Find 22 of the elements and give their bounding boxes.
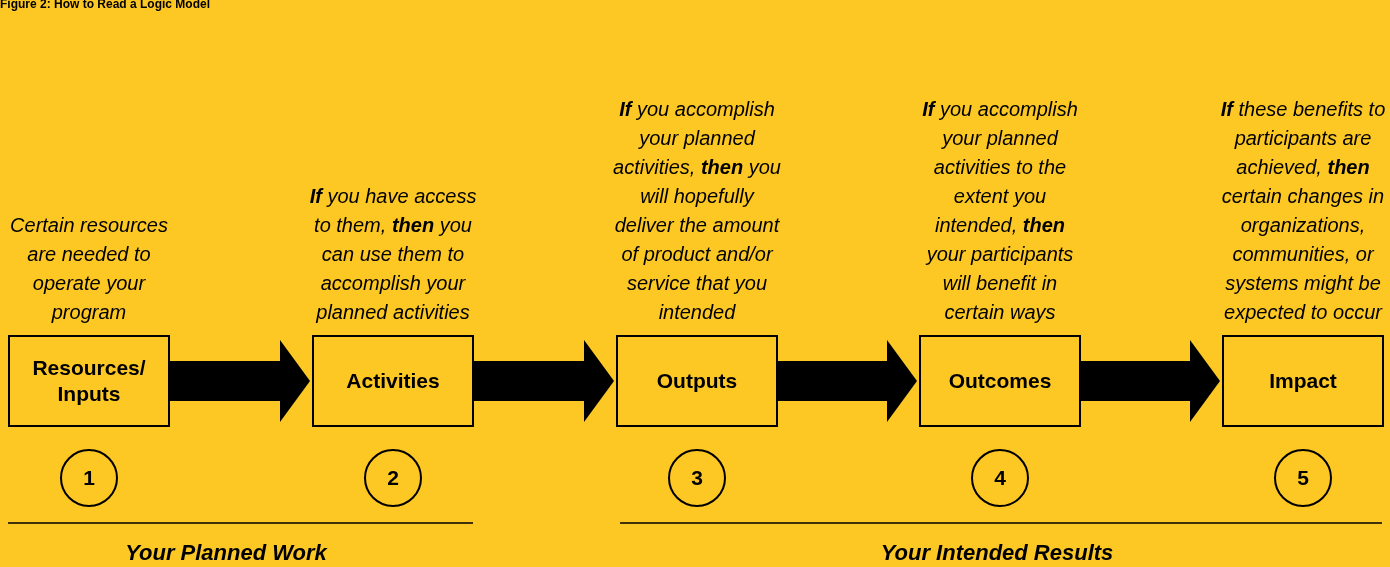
process-box — [616, 335, 778, 427]
box-label: Impact — [1269, 368, 1337, 394]
description-text: If you accomplish your planned activities to the extent you intended, then your participants will benefit in certain ways — [921, 97, 1079, 325]
box-label: Activities — [346, 368, 440, 394]
block-arrow — [170, 340, 310, 422]
box-label: Resources/ Inputs — [31, 355, 147, 407]
process-box — [8, 335, 170, 427]
block-arrow — [474, 340, 614, 422]
block-arrow — [778, 340, 917, 422]
box-label: Outputs — [656, 368, 738, 394]
group-label: Your Intended Results — [879, 539, 1115, 567]
box-label: Outcomes — [948, 368, 1052, 394]
block-arrow — [1081, 340, 1220, 422]
process-box — [312, 335, 474, 427]
description-text: If you have access to them, then you can use them to accomplish your planned activities — [309, 184, 477, 325]
figure-title: Figure 2: How to Read a Logic Model — [0, 0, 211, 11]
process-box — [1222, 335, 1384, 427]
description-text: Certain resources are needed to operate your program — [9, 213, 169, 325]
description-text: If you accomplish your planned activities, then you will hopefully deliver the amount of product and/or service that you intended — [613, 97, 781, 325]
description-text: If these benefits to participants are achieved, then certain changes in organizations, communities, or systems might be expected to occur — [1219, 97, 1387, 325]
process-box — [919, 335, 1081, 427]
group-label: Your Planned Work — [124, 539, 329, 567]
